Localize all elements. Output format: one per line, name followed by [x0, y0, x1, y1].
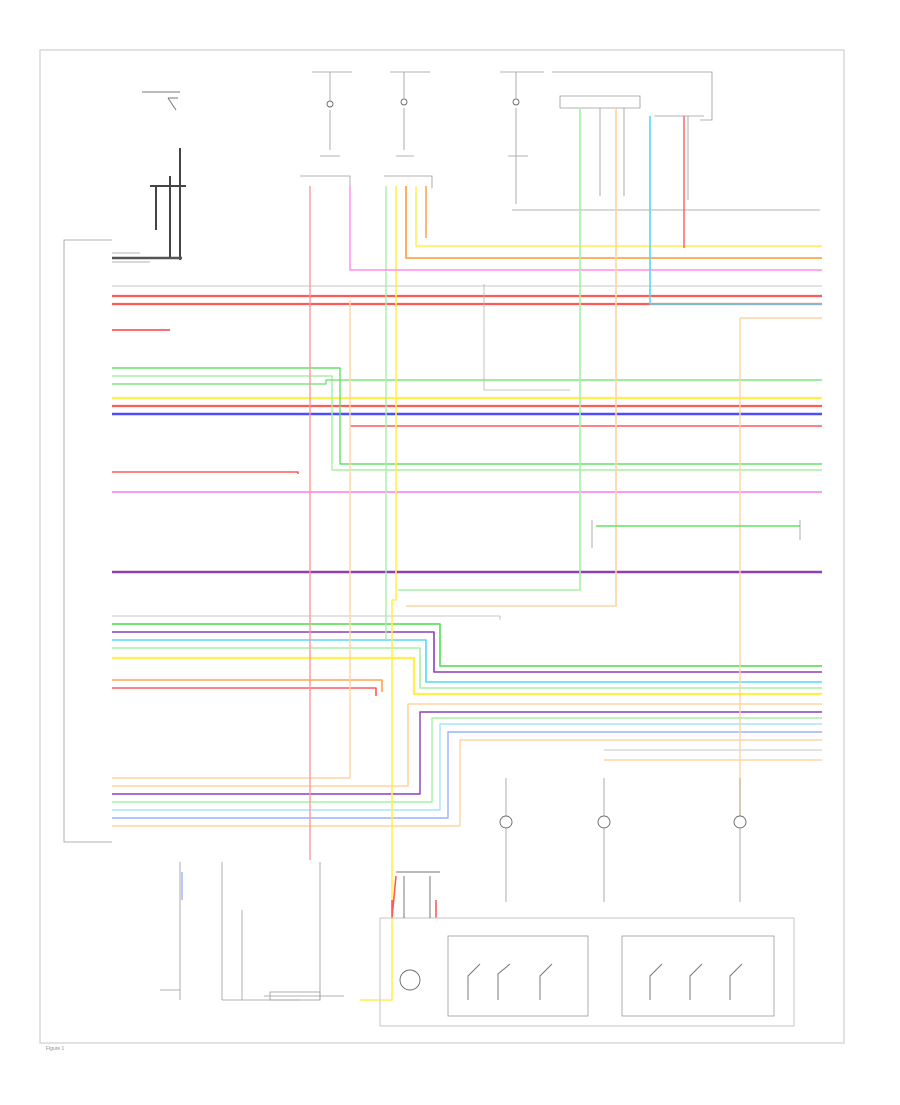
wire-green-a: [112, 367, 822, 465]
wire-gray-b: [112, 615, 501, 620]
wire-purple-c: [112, 711, 822, 795]
wire-lightgreen-a: [112, 375, 822, 471]
wire-lightgreen-b: [112, 647, 822, 689]
sheet-label: Figure 1: [46, 1046, 65, 1052]
wire-lightgreen-c: [112, 717, 822, 803]
wire-purple-b: [112, 631, 822, 673]
wire-gray-d: [483, 284, 570, 391]
bulb-3: [733, 815, 747, 829]
left-module-outline: [63, 239, 112, 843]
wire-orange-top: [405, 186, 822, 259]
wire-lightblue: [112, 731, 822, 819]
wire-peach-a: [112, 703, 822, 787]
switch-top-left: [112, 91, 186, 263]
top-fuse-1: [300, 71, 352, 188]
wire-cyan-top: [649, 116, 822, 305]
wire-green-vert: [398, 108, 581, 591]
wire-green-c: [112, 623, 822, 667]
wire-yellow-top: [415, 186, 822, 247]
bulb-1: [499, 815, 513, 829]
bottom-relay-module: [379, 871, 795, 1027]
wire-red-c: [112, 471, 299, 474]
diagram-frame: [39, 49, 845, 1044]
wire-green-b: [112, 379, 822, 385]
motor-symbol: [399, 969, 421, 991]
wire-peach-b: [112, 739, 822, 827]
wire-red-e: [112, 687, 377, 696]
wire-sky: [112, 723, 822, 811]
bulbs: [499, 778, 747, 902]
wire-peach-c: [112, 300, 351, 779]
relay-box: [512, 71, 820, 211]
wire-pink-top: [349, 186, 822, 271]
wire-yellow-b: [112, 656, 822, 696]
wire-orange-b: [112, 679, 383, 692]
wire-cyan-a: [112, 639, 822, 683]
bottom-left-connectors: [160, 862, 344, 1001]
wire-vert-yellow: [360, 186, 397, 1001]
right-connector: [591, 520, 801, 548]
wire-harness: [112, 108, 822, 1001]
top-fuse-2: [384, 71, 433, 188]
left-module: [63, 239, 112, 843]
top-fuse-3: [500, 71, 544, 204]
bulb-2: [597, 815, 611, 829]
wire-peach-vert: [406, 108, 617, 607]
